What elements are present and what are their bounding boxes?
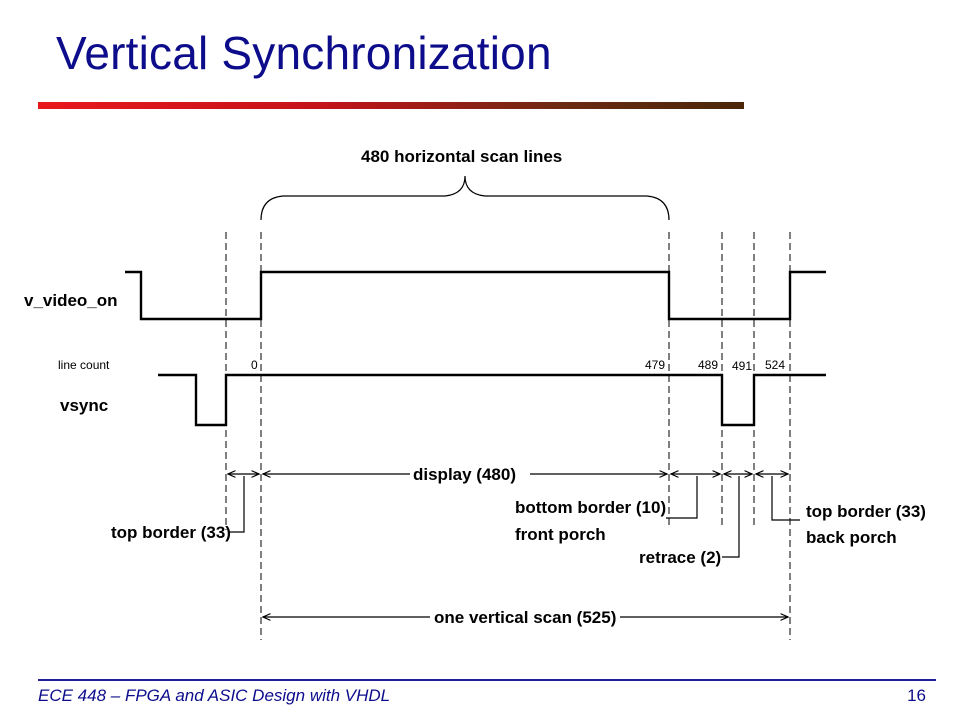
line-count-524: 524 xyxy=(765,358,785,372)
footer-divider xyxy=(38,679,936,681)
vsync-label: vsync xyxy=(60,396,108,415)
page-number: 16 xyxy=(907,686,926,705)
line-count-values: 0 479 489 491 524 xyxy=(251,358,785,373)
top-border-left-leader xyxy=(228,476,245,533)
retrace-label: retrace (2) xyxy=(639,548,721,567)
v-video-on-label: v_video_on xyxy=(24,291,118,310)
line-count-0: 0 xyxy=(251,358,258,372)
slide-title: Vertical Synchronization xyxy=(56,27,552,79)
top-border-right-leader xyxy=(771,476,800,521)
top-border-left-label: top border (33) xyxy=(111,523,231,542)
display-brace xyxy=(260,175,670,221)
timing-guide-lines xyxy=(225,232,791,640)
footer-course-title: ECE 448 – FPGA and ASIC Design with VHDL xyxy=(38,686,391,705)
back-porch-label: back porch xyxy=(806,528,897,547)
line-count-489: 489 xyxy=(698,358,718,372)
title-underline xyxy=(38,102,744,109)
top-border-right-label: top border (33) xyxy=(806,502,926,521)
vsync-waveform xyxy=(158,373,826,427)
v-video-on-waveform xyxy=(125,270,826,321)
retrace-leader xyxy=(722,476,740,558)
brace-label: 480 horizontal scan lines xyxy=(361,147,562,166)
line-count-label: line count xyxy=(58,358,110,372)
line-count-491: 491 xyxy=(732,359,752,373)
line-count-479: 479 xyxy=(645,358,665,372)
leader-lines xyxy=(228,476,800,558)
bottom-border-label: bottom border (10) xyxy=(515,498,666,517)
interval-arrows xyxy=(228,474,788,617)
bottom-border-leader xyxy=(666,476,698,519)
vertical-scan-label: one vertical scan (525) xyxy=(434,608,616,627)
display-label: display (480) xyxy=(413,465,516,484)
front-porch-label: front porch xyxy=(515,525,606,544)
